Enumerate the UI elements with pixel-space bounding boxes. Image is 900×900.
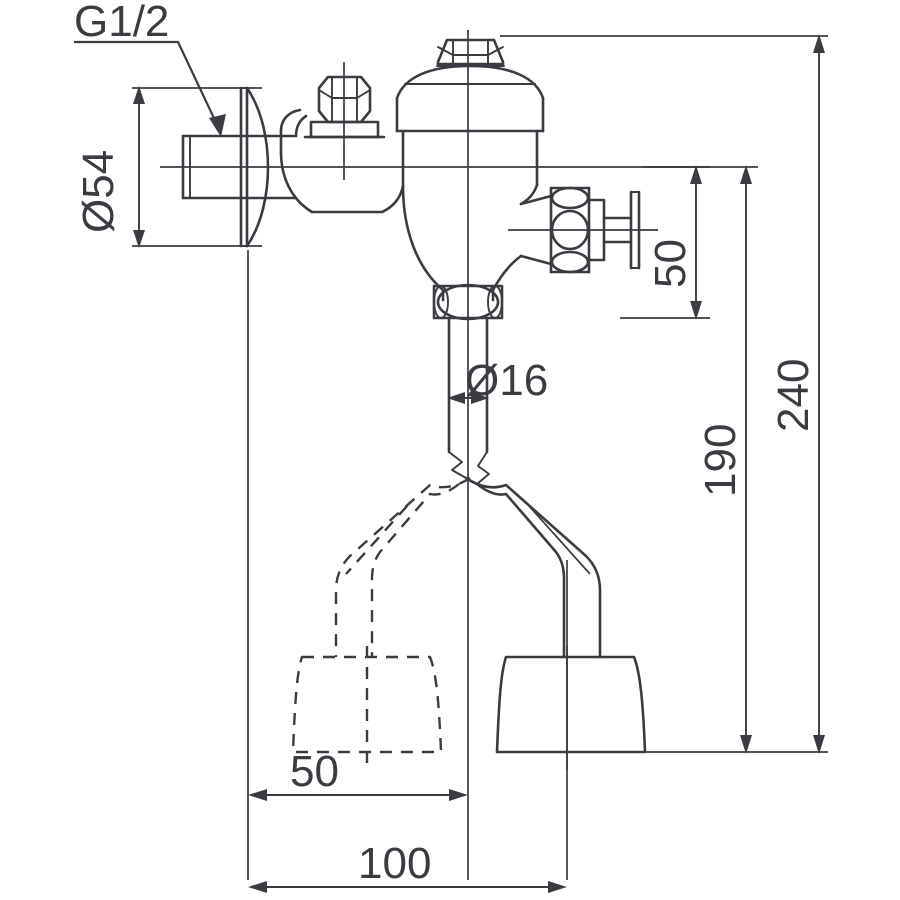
phantom-nozzle-outline bbox=[291, 655, 443, 754]
left-lobe-upper-shoulder bbox=[279, 108, 302, 133]
thread-callout-leader bbox=[74, 40, 222, 134]
left-lobe-lower-curve bbox=[279, 150, 314, 214]
thread-spec-label: G1/2 bbox=[74, 0, 169, 46]
wall-to-tube-dimension: 50 bbox=[248, 747, 468, 801]
body-left-taper bbox=[401, 184, 445, 292]
break-zigzag-left bbox=[448, 451, 467, 479]
tube-dim-arrow-left bbox=[447, 392, 465, 404]
spout-mirror-phantom bbox=[291, 476, 471, 770]
tube-diameter-dimension: Ø16 bbox=[447, 356, 548, 405]
wall-to-spout-arrow-right bbox=[548, 881, 567, 893]
coupling-nut-left-ellipse bbox=[433, 285, 449, 319]
wall-to-spout-dimension: 100 bbox=[248, 839, 567, 893]
spout bbox=[464, 476, 602, 659]
flange-diameter-dimension: Ø54 bbox=[74, 86, 262, 248]
top-hex-nut bbox=[436, 38, 505, 67]
nozzle-outline bbox=[495, 655, 647, 754]
left-hex-nut bbox=[303, 62, 386, 180]
dome-cap-curve bbox=[395, 64, 545, 100]
spout-height-arrow-bottom bbox=[740, 735, 752, 754]
handle-height-arrow-bottom bbox=[690, 301, 702, 320]
handle-boss-top bbox=[519, 194, 553, 206]
thread-callout-group: G1/2 bbox=[74, 0, 226, 137]
spout-height-arrow-top bbox=[740, 165, 752, 184]
spout-bend-centerline bbox=[528, 505, 591, 575]
left-lobe-upper-neck bbox=[294, 114, 308, 138]
wall-to-tube-arrow-right bbox=[449, 789, 468, 801]
valve-body bbox=[401, 129, 539, 302]
coupling-nut-right-ellipse bbox=[487, 285, 503, 319]
wall-to-tube-arrow-left bbox=[248, 789, 267, 801]
spout-height-dimension: 190 bbox=[696, 165, 752, 754]
handle-height-arrow-top bbox=[690, 165, 702, 184]
phantom-spout-outer-contour bbox=[334, 476, 471, 657]
left-hex-nut-outline bbox=[317, 75, 372, 124]
dome-cap bbox=[395, 64, 545, 133]
flange-dim-arrow-top bbox=[133, 86, 145, 104]
wall-to-tube-label: 50 bbox=[290, 747, 339, 796]
top-hex-nut-outline bbox=[436, 38, 505, 66]
spout-height-label: 190 bbox=[696, 424, 745, 497]
valve-body-left-lobe bbox=[279, 108, 405, 214]
handle-height-dimension: 50 bbox=[620, 165, 710, 320]
left-lobe-bottom-transition bbox=[380, 184, 405, 214]
handle-assembly[interactable] bbox=[508, 186, 658, 274]
phantom-spout-inner-contour bbox=[370, 483, 460, 657]
flange-diameter-label: Ø54 bbox=[74, 150, 123, 233]
overall-height-arrow-top bbox=[813, 34, 825, 53]
flange-dim-arrow-bottom bbox=[133, 230, 145, 248]
tube-break-symbol bbox=[448, 451, 490, 485]
spout-inner-contour bbox=[475, 482, 566, 659]
handle-height-label: 50 bbox=[646, 239, 695, 288]
tube-dim-arrow-right bbox=[471, 392, 489, 404]
spout-outer-contour bbox=[464, 476, 602, 659]
phantom-spout-bend-centerline bbox=[345, 505, 408, 575]
wall-to-spout-label: 100 bbox=[358, 839, 431, 888]
spout-outlet-nozzle bbox=[495, 646, 647, 770]
overall-height-dimension: 240 bbox=[500, 34, 828, 754]
overall-height-arrow-bottom bbox=[813, 735, 825, 754]
tube-diameter-label: Ø16 bbox=[465, 356, 548, 405]
break-zigzag-right bbox=[476, 451, 490, 485]
wall-to-spout-arrow-left bbox=[248, 881, 267, 893]
handle-knurl-ellipse-top bbox=[550, 186, 590, 210]
thread-callout-arrowhead bbox=[209, 114, 226, 137]
outlet-tube bbox=[447, 316, 489, 454]
handle-boss-bottom bbox=[519, 254, 553, 266]
overall-height-label: 240 bbox=[769, 359, 818, 432]
handle-knurl-ellipse-bottom bbox=[550, 250, 590, 274]
top-hex-nut-chamfer bbox=[437, 46, 504, 56]
